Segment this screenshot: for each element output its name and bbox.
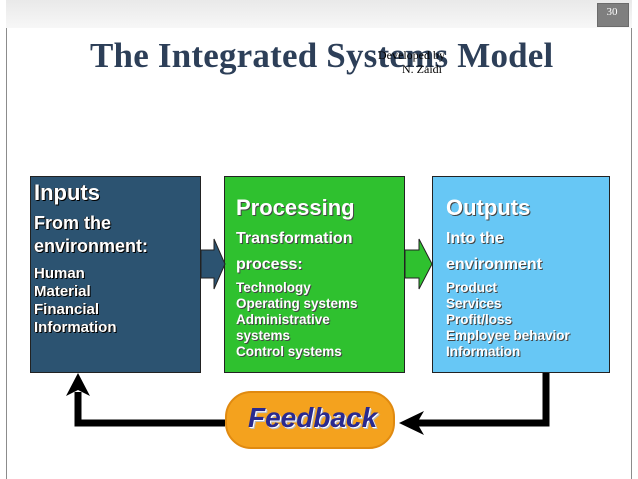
outputs-item: Profit/loss — [446, 312, 513, 327]
processing-item: systems — [236, 328, 291, 343]
feedback-pill — [225, 391, 395, 449]
outputs-heading: Outputs — [446, 195, 531, 220]
processing-box — [224, 176, 405, 373]
slide-frame-right — [631, 0, 632, 479]
slide-number: 30 — [606, 6, 618, 18]
processing-item: Operating systems — [236, 296, 358, 311]
processing-list: Technology Operating systems Administrat… — [236, 280, 358, 360]
arrow-processing-to-outputs — [404, 238, 433, 290]
outputs-item: Product — [446, 280, 498, 295]
slide-frame-left — [6, 0, 7, 479]
outputs-box — [432, 176, 610, 373]
feedback-arrowhead-right — [399, 411, 424, 435]
outputs-sub-2: environment — [446, 256, 543, 273]
inputs-item: Financial — [34, 301, 100, 318]
inputs-item: Human — [34, 265, 85, 282]
credit-line-1: Developed by — [378, 48, 445, 62]
outputs-sub-1: Into the — [446, 230, 504, 247]
processing-item: Control systems — [236, 344, 342, 359]
processing-heading: Processing — [236, 195, 355, 220]
outputs-item: Services — [446, 296, 502, 311]
inputs-heading: Inputs — [34, 180, 100, 205]
author-credit: Developed by N. Zaidi — [378, 48, 445, 76]
outputs-item: Information — [446, 344, 521, 359]
feedback-arrowhead-up — [66, 373, 90, 396]
inputs-sub-2: environment: — [34, 236, 149, 256]
processing-item: Technology — [236, 280, 311, 295]
inputs-sub-1: From the — [34, 213, 112, 233]
slide-number-box — [597, 3, 629, 27]
credit-line-2: N. Zaidi — [402, 62, 442, 76]
inputs-list: Human Material Financial Information — [34, 265, 117, 337]
feedback-label: Feedback — [248, 402, 378, 433]
arrow-inputs-to-processing — [200, 238, 226, 290]
slide-top-band — [6, 0, 632, 28]
processing-sub-1: Transformation — [236, 230, 353, 247]
slide-title: The Integrated Systems Model — [90, 36, 554, 75]
outputs-list: Product Services Profit/loss Employee be… — [446, 280, 570, 360]
outputs-item: Employee behavior — [446, 328, 570, 343]
processing-item: Administrative — [236, 312, 330, 327]
inputs-item: Information — [34, 319, 117, 336]
inputs-item: Material — [34, 283, 91, 300]
feedback-loop-line — [74, 373, 550, 427]
processing-sub-2: process: — [236, 256, 303, 273]
